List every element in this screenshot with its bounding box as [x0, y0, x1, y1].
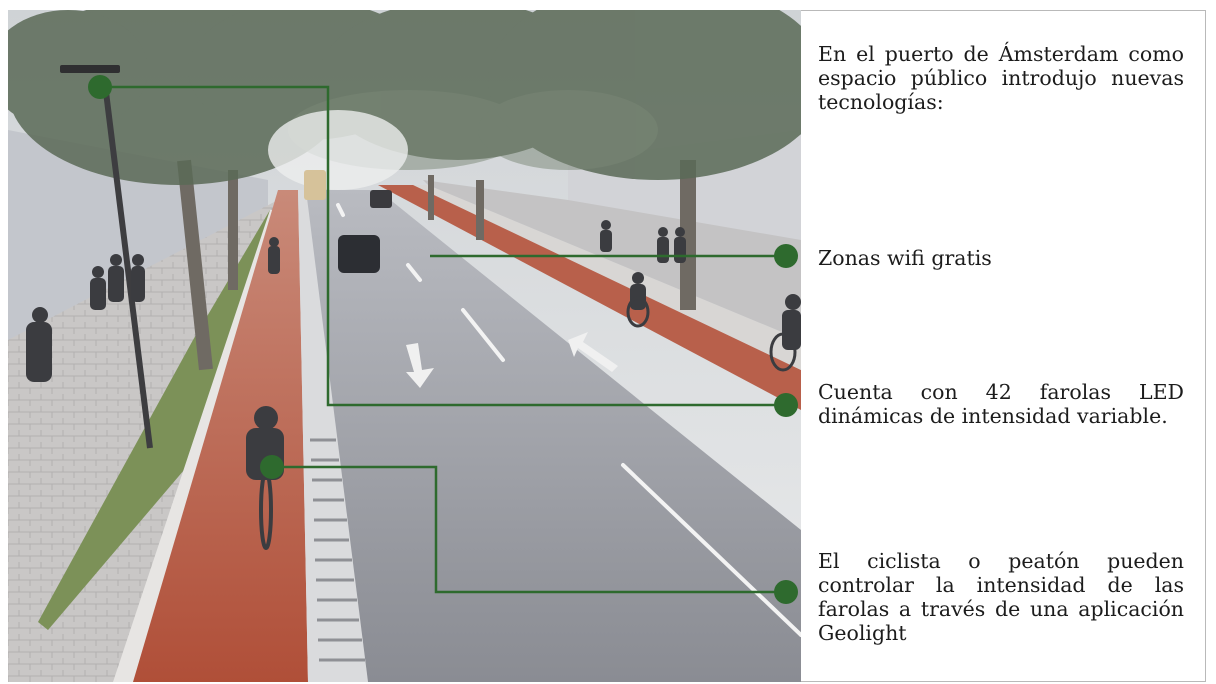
- street-illustration: [8, 10, 801, 682]
- marker-lamp: [88, 75, 112, 99]
- callout-line-led: [100, 85, 786, 407]
- callout-line-geolight: [272, 465, 786, 594]
- marker-led: [774, 393, 798, 417]
- marker-wifi: [774, 244, 798, 268]
- marker-cyclist: [260, 455, 284, 479]
- street-scene: [8, 10, 801, 682]
- wifi-text: Zonas wifi gratis: [818, 246, 992, 270]
- intro-text: En el puerto de Ámsterdam como espacio p…: [818, 42, 1184, 114]
- marker-geolight: [774, 580, 798, 604]
- geolight-text: El ciclista o peatón pueden controlar la…: [818, 549, 1184, 645]
- led-text: Cuenta con 42 farolas LED dinámicas de i…: [818, 380, 1184, 428]
